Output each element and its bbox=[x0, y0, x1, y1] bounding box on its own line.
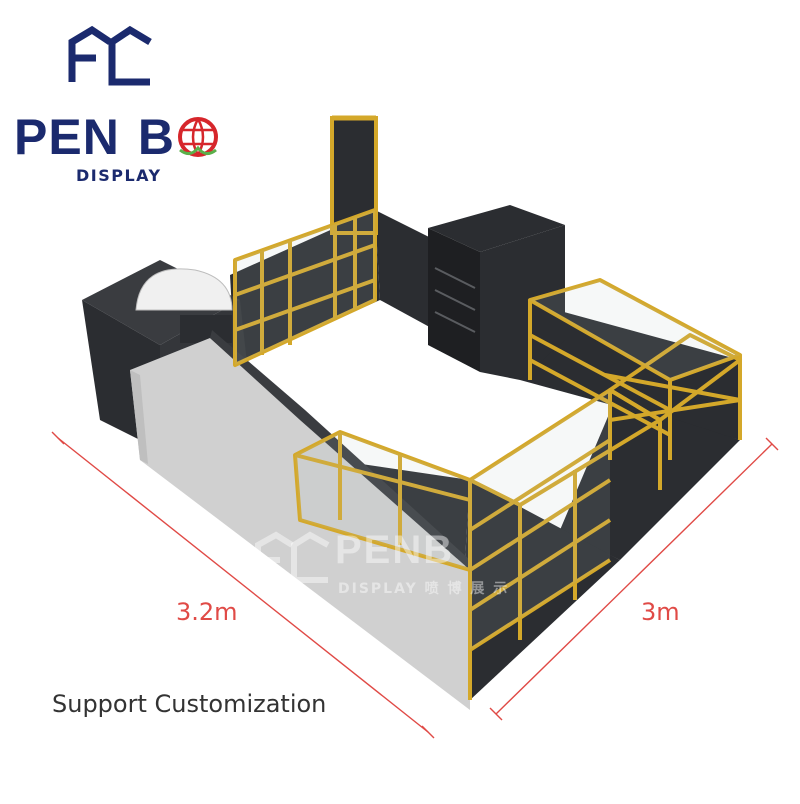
brand-subtitle: DISPLAY bbox=[76, 166, 162, 185]
dimension-line-left bbox=[51, 431, 435, 739]
caption-text: Support Customization bbox=[52, 690, 327, 718]
watermark-subtitle: DISPLAY 喷 博 展 示 bbox=[338, 581, 510, 597]
dimension-line-right bbox=[489, 437, 779, 721]
glass-showcases bbox=[233, 208, 742, 700]
penbo-logo-mark bbox=[68, 25, 152, 86]
watermark-logo-mark bbox=[255, 531, 330, 583]
brand-name-right: B bbox=[137, 109, 175, 165]
glass-panes bbox=[235, 210, 740, 650]
dimension-label-right: 3m bbox=[641, 598, 680, 626]
brand-name-left: PEN bbox=[14, 109, 120, 165]
watermark-name: PENB bbox=[335, 528, 455, 572]
shelving-unit bbox=[428, 205, 565, 380]
brand-name: PEN B bbox=[14, 108, 175, 166]
globe-icon bbox=[178, 117, 218, 157]
dimension-label-left: 3.2m bbox=[176, 598, 238, 626]
